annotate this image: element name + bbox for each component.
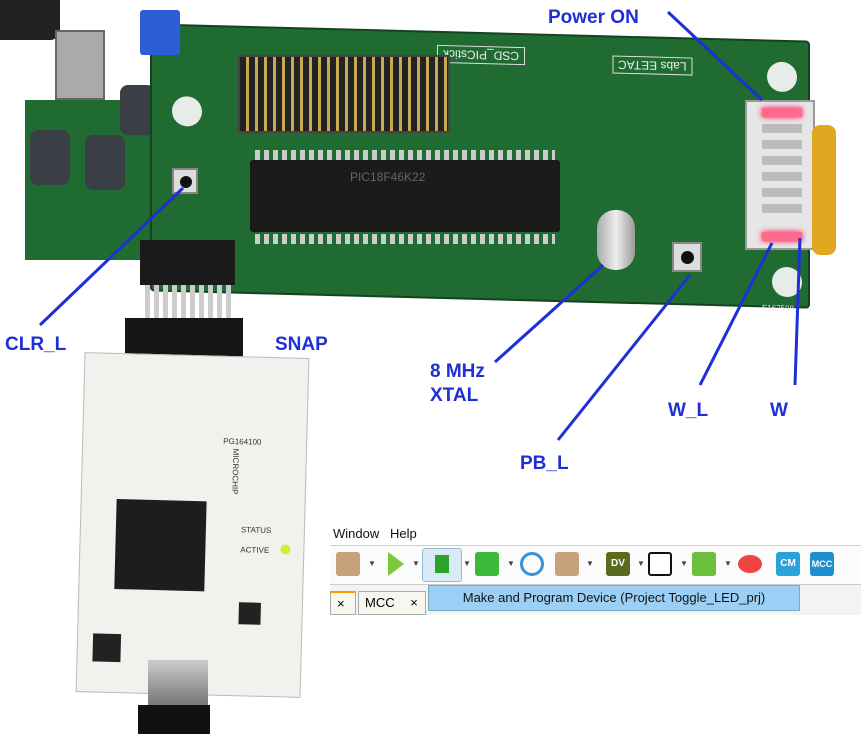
run-icon[interactable] (388, 552, 404, 576)
chip-pins (255, 150, 555, 160)
led-segment (762, 140, 802, 149)
expansion-header (238, 55, 450, 133)
pb-l-pointer (556, 274, 692, 441)
tab-mcc[interactable]: MCC × (358, 591, 426, 615)
harmony-icon[interactable] (738, 555, 762, 573)
chip-pins (255, 234, 555, 244)
w-l-pointer (698, 242, 774, 386)
chip-marking: PIC18F46K22 (350, 170, 426, 184)
power-on-pointer (666, 10, 764, 102)
reset-icon[interactable] (520, 552, 544, 576)
cm-icon[interactable]: CM (776, 552, 800, 576)
label-w: W (770, 400, 788, 421)
led-segment (762, 172, 802, 181)
close-icon[interactable]: × (410, 595, 418, 610)
led-segment (762, 156, 802, 165)
menu-help[interactable]: Help (390, 526, 417, 541)
capacitor (30, 130, 70, 185)
label-power-on: Power ON (548, 7, 639, 28)
label-snap: SNAP (275, 334, 328, 355)
led-segment (762, 204, 802, 213)
voltage-regulator (55, 30, 105, 100)
cart-icon[interactable] (692, 552, 716, 576)
label-clr-l: CLR_L (5, 334, 67, 355)
trimmer-potentiometer (140, 10, 180, 55)
tooltip: Make and Program Device (Project Toggle_… (428, 585, 800, 611)
project-properties-icon[interactable] (336, 552, 360, 576)
usb-cable (138, 705, 210, 734)
toolbar: ▼ ▼ ▼ ▼ ▼ DV▼ ▼ ▼ CM MCC (330, 545, 861, 583)
push-button (672, 242, 702, 272)
clr-l-pointer (38, 186, 185, 327)
log-icon[interactable] (648, 552, 672, 576)
xtal-pointer (493, 263, 605, 364)
close-icon[interactable]: × (337, 596, 345, 611)
read-device-icon[interactable] (475, 552, 499, 576)
mcc-icon[interactable]: MCC (810, 552, 834, 576)
crystal (597, 210, 635, 270)
label-w-l: W_L (668, 400, 709, 421)
clear-button (172, 168, 198, 194)
led-segment (762, 124, 802, 133)
debug-run-icon[interactable] (555, 552, 579, 576)
power-jack (0, 0, 60, 40)
menu-window[interactable]: Window (333, 526, 380, 541)
w-pointer (793, 237, 802, 386)
usb-connector (148, 660, 208, 705)
led-w (762, 232, 802, 241)
led-segment (762, 188, 802, 197)
led-power-on (762, 108, 802, 117)
capacitor (120, 85, 155, 135)
snap-connector (140, 240, 235, 285)
label-xtal-2: XTAL (430, 385, 479, 406)
editor-tabs: × MCC × Make and Program Device (Project… (330, 584, 861, 615)
make-and-program-icon[interactable] (422, 548, 462, 582)
capacitor (85, 135, 125, 190)
microcontroller-chip: PIC18F46K22 (250, 160, 560, 232)
ide-toolbar-inset: Window Help ▼ ▼ ▼ ▼ ▼ DV▼ ▼ ▼ CM MCC × M… (330, 520, 861, 615)
label-pb-l: PB_L (520, 453, 569, 474)
tab-previous[interactable]: × (330, 591, 356, 615)
label-xtal-1: 8 MHz (430, 361, 485, 382)
snap-pins (145, 285, 233, 320)
data-visualizer-icon[interactable]: DV (606, 552, 630, 576)
yellow-capacitor (812, 125, 836, 255)
tab-label: MCC (365, 595, 395, 610)
